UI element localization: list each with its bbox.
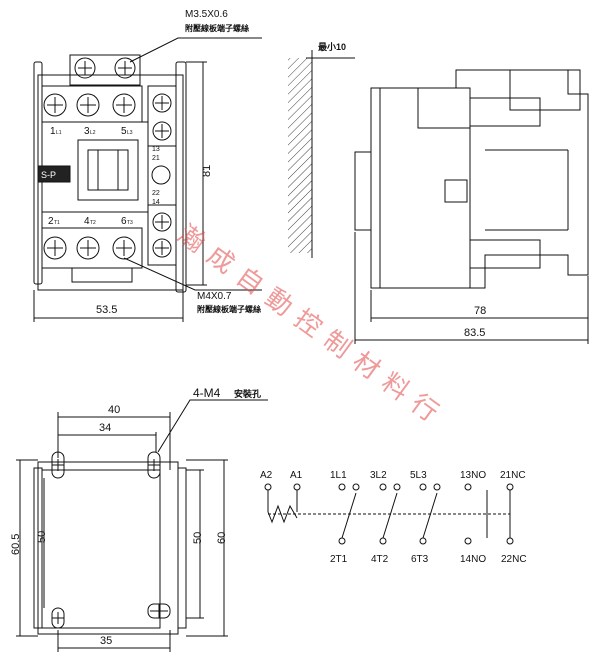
aux-label: 21 [152,155,160,162]
total-depth-dimension: 83.5 [464,327,485,339]
mount-hole-icon [147,451,161,479]
screw-icon [74,57,96,79]
holes-note: 安裝孔 [234,388,261,399]
terminal-label: L3 [127,130,133,136]
schematic-label: A1 [290,470,303,481]
mount-hole-icon [147,603,171,619]
terminal-label: 1 [50,126,56,137]
side-view [288,50,589,344]
screw-top-label: M3.5X0.6 [185,9,228,20]
mount-height-left: 50 [36,531,48,543]
terminal-label: T2 [90,220,96,226]
schematic-label: 6T3 [411,554,429,565]
min-clearance-label: 最小10 [318,41,346,52]
width-dimension: 53.5 [96,304,117,316]
mount-width-bottom: 35 [100,635,112,647]
terminal-label: 5 [121,126,127,137]
terminal-label: 3 [84,126,90,137]
mount-hole-icon [51,607,65,629]
schematic-label: 1L1 [330,470,347,481]
schematic-label: 5L3 [410,470,427,481]
mount-width-outer: 40 [108,404,120,416]
terminal-label: 2 [48,216,54,227]
schematic-label: 22NC [501,554,527,565]
coil-symbol [267,504,298,524]
schematic-label: 2T1 [330,554,348,565]
aux-label: 13 [152,146,160,153]
aux-label: 14 [152,199,160,206]
mounting-view [16,399,268,652]
aux-label: 22 [152,190,160,197]
mount-height-right-outer: 60 [216,532,228,544]
schematic-label: 21NC [500,470,526,481]
schematic-label: 4T2 [371,554,389,565]
terminal-label: 4 [84,216,90,227]
terminal-label: T1 [54,220,60,226]
screw-top-note: 附壓線板端子螺絲 [185,23,249,33]
aux-indicator-icon [151,165,171,185]
front-view [33,37,262,322]
side-body-outline [370,69,589,289]
badge-text: S-P [41,170,56,180]
terminal-label: 6 [121,216,127,227]
schematic-label: A2 [260,470,273,481]
depth-dimension: 78 [474,305,486,317]
badge-box [37,165,71,183]
mount-width-inner: 34 [99,422,111,434]
screw-bottom-label: M4X0.7 [197,291,232,302]
terminal-screws-bottom [43,236,136,260]
schematic-label: 14NO [460,554,486,565]
terminal-label: T3 [127,220,133,226]
screw-bottom-note: 附壓線板端子螺絲 [197,304,261,314]
height-dimension: 81 [201,165,213,177]
schematic-label: 3L2 [370,470,387,481]
mount-height-total: 60.5 [10,534,22,555]
wiring-schematic [264,483,514,545]
screw-icon [114,57,136,79]
mount-height-right-inner: 50 [192,532,204,544]
terminal-label: L2 [90,130,96,136]
terminal-screws-top [43,93,136,117]
schematic-label: 13NO [460,470,486,481]
terminal-label: L1 [56,130,62,136]
wall-hatch [288,58,312,253]
holes-label: 4-M4 [193,386,221,400]
